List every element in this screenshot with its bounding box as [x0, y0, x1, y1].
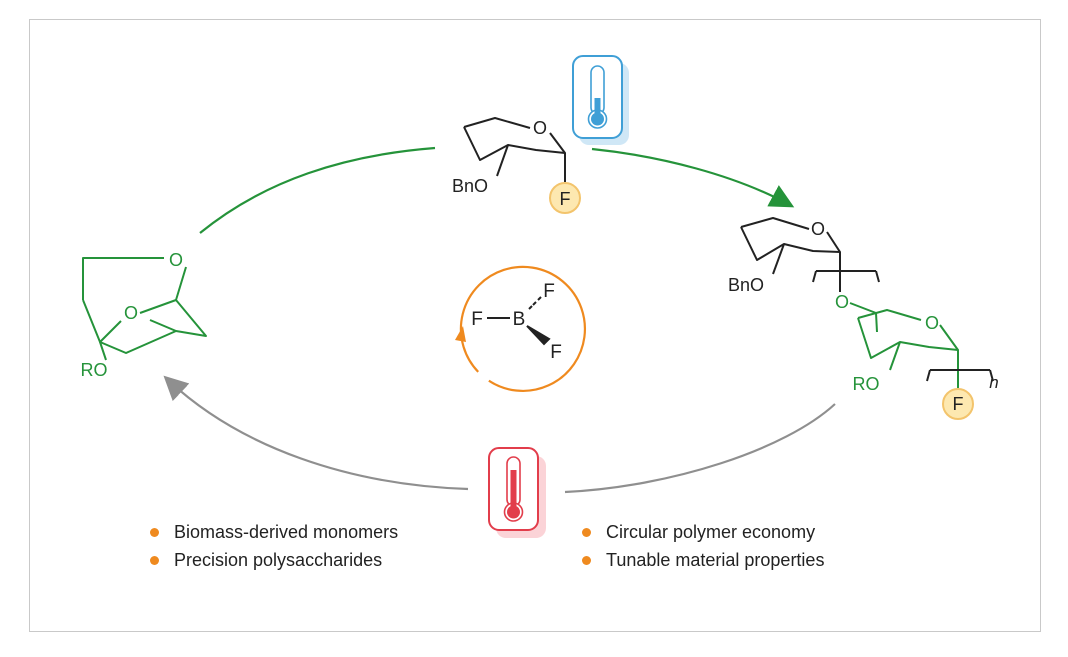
- bullet-icon: [150, 528, 159, 537]
- benzyloxy-label: BnO: [452, 176, 488, 196]
- end-group-fluorine-badge: [942, 388, 974, 420]
- list-item: Tunable material properties: [580, 547, 824, 575]
- top-ring-oxygen-label: O: [811, 219, 825, 239]
- repeat-ring-oxygen-label: O: [925, 313, 939, 333]
- polymerization-arrow-left-segment: [199, 146, 436, 234]
- fluorine-label: F: [560, 189, 571, 209]
- ring-oxygen-label: O: [124, 303, 138, 323]
- linker-oxygen-label: O: [835, 292, 849, 312]
- left-fluorine-label: F: [471, 309, 483, 330]
- polymerization-arrow: [591, 147, 795, 208]
- anhydrosugar-monomer-structure: [82, 257, 207, 361]
- top-glycosyl-unit: [740, 217, 880, 292]
- boron-label: B: [513, 309, 526, 330]
- depolymerization-arrow: [163, 375, 469, 491]
- bottom-fluorine-label: F: [550, 342, 562, 363]
- bullet-list-right: Circular polymer economy Tunable materia…: [580, 519, 824, 575]
- list-item: Circular polymer economy: [580, 519, 824, 547]
- repeat-bracket: [926, 369, 994, 382]
- circular-arrow-head: [455, 326, 466, 342]
- end-group-fluorine-label: F: [953, 394, 964, 414]
- list-item: Biomass-derived monomers: [148, 519, 398, 547]
- c4-substituent-bond: [496, 144, 509, 177]
- bullet-icon: [582, 556, 591, 565]
- benzyloxy-label: BnO: [728, 275, 764, 295]
- bf3-structure: [487, 296, 551, 346]
- repeat-index-label: n: [989, 373, 998, 392]
- glycosyl-fluoride-structure: [463, 117, 581, 214]
- bullet-list-left: Biomass-derived monomers Precision polys…: [148, 519, 398, 575]
- repeat-substituent-label: RO: [853, 374, 880, 394]
- top-fluorine-label: F: [543, 281, 555, 302]
- fluorine-badge: [549, 182, 581, 214]
- pyranose-ring: [463, 117, 566, 161]
- bullet-icon: [582, 528, 591, 537]
- bridge-oxygen-label: O: [169, 250, 183, 270]
- depolymerization-arrow-right-segment: [564, 403, 836, 494]
- thermometer-cold-icon: [572, 55, 629, 145]
- list-item: Precision polysaccharides: [148, 547, 398, 575]
- substituent-label: RO: [81, 360, 108, 380]
- thermometer-hot-icon: [488, 447, 546, 538]
- bullet-icon: [150, 556, 159, 565]
- circular-arrow-icon: [459, 265, 586, 392]
- ring-oxygen-label: O: [533, 118, 547, 138]
